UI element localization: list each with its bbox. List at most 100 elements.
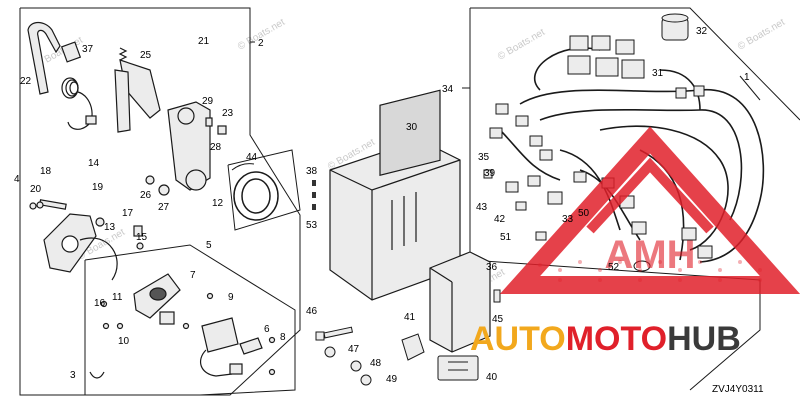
switch-connector — [85, 115, 97, 125]
screw-15 — [136, 242, 144, 250]
callout-30: 30 — [406, 122, 418, 133]
group-34-frame — [470, 7, 800, 121]
screw-16b — [102, 322, 110, 330]
watermark-text: © Boats.net — [496, 27, 547, 63]
callout-51: 51 — [500, 232, 512, 243]
brand-logo: AMH AUTOMOTOHUB — [470, 126, 800, 358]
callout-17: 17 — [122, 208, 134, 219]
switch-inner — [149, 287, 167, 301]
callout-35: 35 — [478, 152, 490, 163]
box-inner — [379, 89, 441, 177]
washer-20 — [36, 201, 44, 209]
friction-ring-44 — [231, 163, 279, 221]
switch-6-lower — [239, 337, 263, 355]
callout-32: 32 — [696, 26, 708, 37]
pivot-hole — [177, 107, 195, 125]
bolt-4 — [29, 202, 37, 210]
group-frames — [19, 7, 800, 396]
callout-11: 11 — [112, 292, 123, 303]
callout-49: 49 — [386, 374, 398, 385]
bolt-26 — [145, 175, 155, 185]
screw-9b — [182, 322, 190, 330]
callout-1: 1 — [744, 72, 750, 83]
bolt-18 — [38, 199, 67, 210]
switch-wire — [67, 91, 93, 130]
screw-45 — [493, 289, 501, 303]
logo-emblem: AMH — [499, 126, 800, 294]
callout-4: 4 — [14, 174, 20, 185]
diagram-code: ZVJ4Y0311 — [712, 384, 764, 395]
callout-2: 2 — [258, 38, 264, 49]
relay-41 — [401, 333, 425, 361]
callout-23: 23 — [222, 108, 234, 119]
callout-44: 44 — [246, 152, 258, 163]
screw-8b — [268, 368, 276, 376]
plate-hole — [61, 235, 79, 253]
callout-6: 6 — [264, 324, 270, 335]
callout-13: 13 — [104, 222, 116, 233]
bolt-46 — [315, 326, 354, 341]
callout-48: 48 — [370, 358, 382, 369]
callout-38: 38 — [306, 166, 318, 177]
screw-8 — [268, 336, 276, 344]
callout-20: 20 — [30, 184, 42, 195]
group-2-frame — [20, 7, 301, 230]
connector-6 — [229, 363, 243, 375]
washer-27 — [158, 184, 170, 196]
callout-52: 52 — [608, 262, 620, 273]
clip-7 — [159, 311, 175, 325]
callout-40: 40 — [486, 372, 498, 383]
callout-14: 14 — [88, 158, 100, 169]
logo-word-hub: HUB — [667, 320, 741, 358]
callout-39: 39 — [484, 168, 496, 179]
callout-27: 27 — [158, 202, 170, 213]
callout-37: 37 — [82, 44, 94, 55]
callout-46: 46 — [306, 306, 318, 317]
callout-28: 28 — [210, 142, 222, 153]
friction-knob — [185, 169, 207, 191]
callout-26: 26 — [140, 190, 152, 201]
group-34-frame — [469, 259, 761, 391]
callout-15: 15 — [136, 232, 148, 243]
callout-3: 3 — [70, 370, 76, 381]
throttle-link — [114, 69, 131, 133]
callout-18: 18 — [40, 166, 52, 177]
callout-41: 41 — [404, 312, 416, 323]
switch-group-5 — [89, 273, 276, 379]
callout-5: 5 — [206, 240, 212, 251]
callout-29: 29 — [202, 96, 214, 107]
cable-guide-17 — [79, 237, 118, 281]
group-14-frame — [19, 150, 301, 396]
callout-19: 19 — [92, 182, 104, 193]
screw-16 — [100, 300, 108, 308]
callout-16: 16 — [94, 298, 106, 309]
ecu-36 — [429, 251, 491, 353]
callout-42: 42 — [494, 214, 506, 225]
callout-31: 31 — [652, 68, 664, 79]
clip-28 — [217, 125, 227, 135]
lever-assembly — [27, 21, 227, 196]
control-box-30 — [329, 89, 461, 301]
lever-arm-12 — [167, 101, 211, 191]
switch-wire-2 — [199, 349, 233, 377]
callout-layer: 1234567891011121314151617181920212223252… — [14, 26, 750, 385]
shift-lever-hook — [27, 21, 61, 95]
cap-32 — [661, 13, 689, 41]
group-5-frame — [84, 244, 296, 396]
screw-9 — [206, 292, 214, 300]
callout-47: 47 — [348, 344, 360, 355]
logo-wordmark: AUTOMOTOHUB — [470, 320, 741, 358]
bracket-37 — [60, 41, 82, 63]
spring-25 — [118, 47, 128, 61]
callout-22: 22 — [20, 76, 32, 87]
washer-19-20 — [95, 217, 105, 227]
mount-plate-group — [29, 199, 144, 281]
callout-9: 9 — [228, 292, 234, 303]
watermark-text: © Boats.net — [736, 17, 787, 53]
coil-spring — [61, 77, 79, 99]
callout-43: 43 — [476, 202, 488, 213]
connector-40 — [437, 355, 479, 381]
logo-word-moto: MOTO — [566, 320, 667, 358]
bolts-38 — [312, 180, 316, 210]
callout-50: 50 — [578, 208, 590, 219]
